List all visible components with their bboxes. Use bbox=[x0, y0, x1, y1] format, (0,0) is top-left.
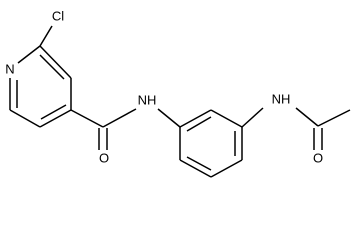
acetamide-group bbox=[241, 107, 351, 150]
bond-acetyl-methyl bbox=[317, 109, 351, 127]
bond-c5-c4 bbox=[39, 109, 72, 128]
atom-label-cl: Cl bbox=[52, 8, 64, 23]
bond-c2-cl bbox=[39, 25, 53, 47]
bond-b6-b1 bbox=[179, 109, 212, 128]
bond-b3-b4 bbox=[210, 159, 243, 178]
bond-c5-c4-inner bbox=[40, 104, 67, 120]
bond-c4-carbonyl bbox=[70, 109, 104, 128]
bond-nh-aryl bbox=[157, 108, 181, 128]
atom-label-o-acetamide: O bbox=[313, 150, 323, 165]
pyridine-ring bbox=[9, 25, 72, 128]
bond-b2-b3-inner bbox=[186, 156, 212, 171]
atom-label-nh-amide: NH bbox=[138, 92, 157, 107]
atom-label-n-ring: N bbox=[5, 61, 14, 76]
atom-label-o-amide: O bbox=[99, 150, 109, 165]
bond-b5-b6 bbox=[210, 109, 243, 128]
bond-aryl-nh-acetamide bbox=[241, 107, 264, 128]
structure-svg: Cl N O NH NH O bbox=[5, 8, 351, 178]
bond-b6-b1-inner bbox=[186, 116, 212, 132]
bond-c2-n1 bbox=[17, 45, 41, 64]
atom-label-nh-acetamide: NH bbox=[272, 91, 291, 106]
bond-b2-b3 bbox=[179, 159, 212, 178]
atom-labels: Cl N O NH NH O bbox=[5, 8, 323, 165]
benzene-ring bbox=[179, 109, 243, 178]
amide-group bbox=[70, 108, 181, 150]
bond-nh-acetyl-carbon bbox=[295, 107, 319, 127]
chemical-structure-diagram: Cl N O NH NH O bbox=[5, 8, 351, 178]
bond-carbonyl-nh bbox=[102, 108, 137, 128]
bond-c3-c2-inner bbox=[39, 54, 65, 80]
bond-c3-c2 bbox=[39, 45, 72, 79]
bond-c6-c5 bbox=[9, 109, 41, 128]
